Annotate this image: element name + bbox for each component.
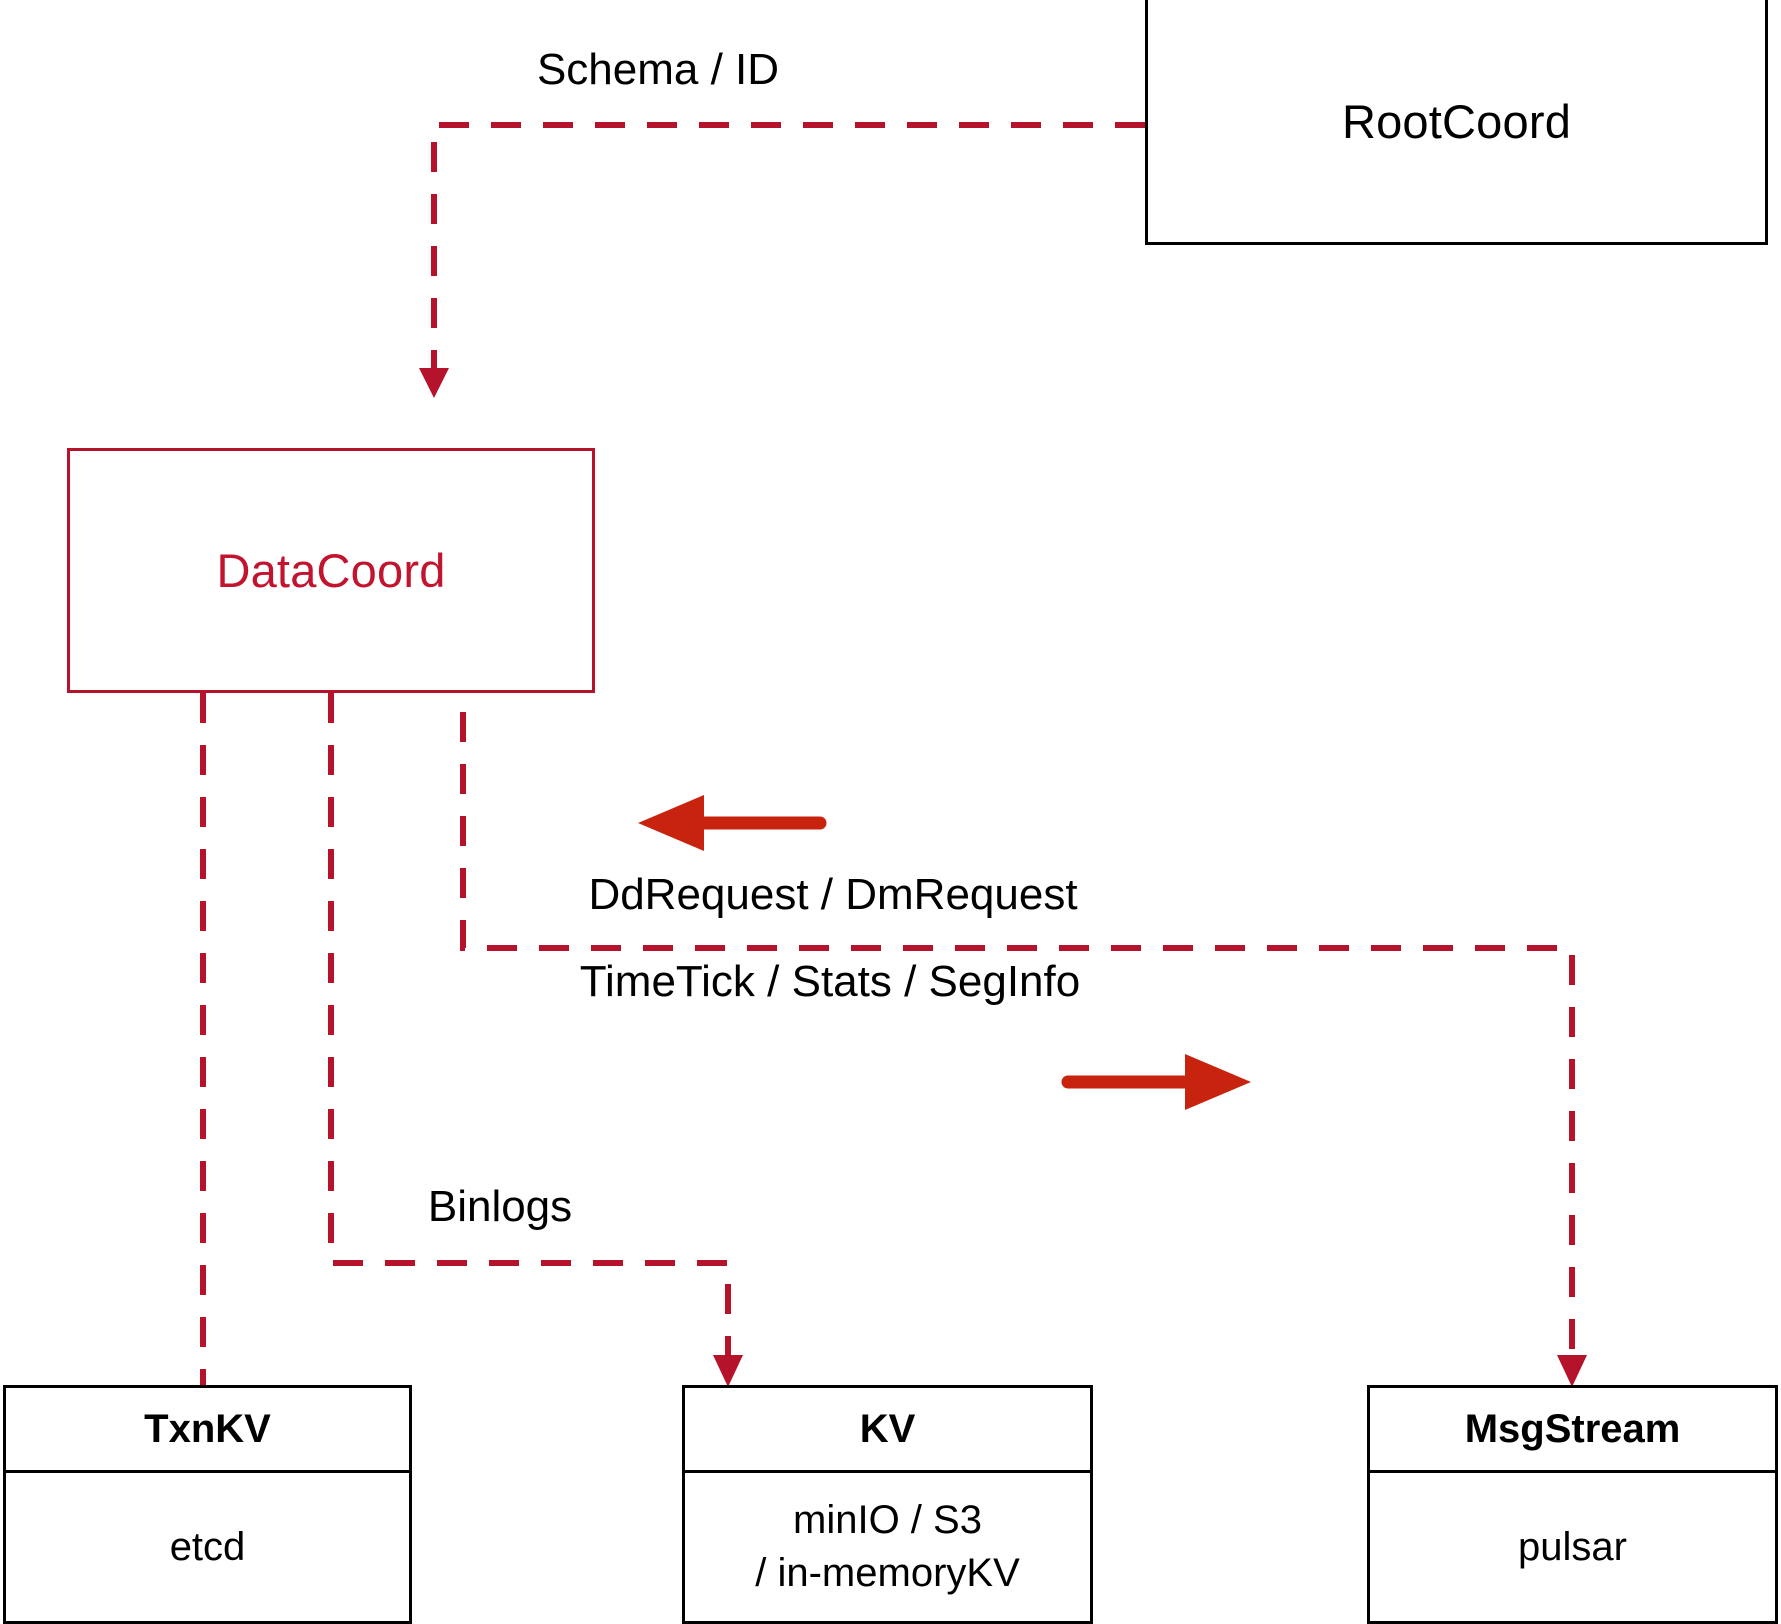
- node-msgstream-body-line-1: pulsar: [1518, 1524, 1627, 1569]
- node-rootcoord-label: RootCoord: [1341, 94, 1572, 148]
- node-kv-body-line-1: minIO / S3: [793, 1498, 982, 1543]
- edge-msgstream-bus: [448, 628, 1587, 1387]
- edge-schema-id: [419, 122, 1145, 398]
- edge-label-binlogs: Binlogs: [427, 1182, 573, 1231]
- edge-label-schema-id: Schema / ID: [536, 45, 780, 94]
- node-kv[interactable]: KV minIO / S3 / in-memoryKV: [682, 1385, 1093, 1624]
- node-txnkv[interactable]: TxnKV etcd: [3, 1385, 412, 1624]
- node-msgstream[interactable]: MsgStream pulsar: [1367, 1385, 1778, 1624]
- edge-label-timetick-stats-seginfo: TimeTick / Stats / SegInfo: [579, 957, 1081, 1006]
- node-txnkv-body: etcd: [6, 1473, 409, 1621]
- node-kv-body: minIO / S3 / in-memoryKV: [685, 1473, 1090, 1621]
- node-datacoord-label: DataCoord: [216, 544, 446, 597]
- node-txnkv-body-line-1: etcd: [169, 1524, 246, 1569]
- edge-binlogs: [328, 693, 743, 1387]
- node-datacoord[interactable]: DataCoord: [67, 448, 595, 693]
- direction-arrow-right-icon: [1061, 1054, 1251, 1110]
- node-rootcoord[interactable]: RootCoord: [1145, 0, 1768, 245]
- node-kv-header: KV: [685, 1388, 1090, 1473]
- node-msgstream-body: pulsar: [1370, 1473, 1775, 1621]
- node-txnkv-header: TxnKV: [6, 1388, 409, 1473]
- node-kv-body-line-2: / in-memoryKV: [755, 1551, 1020, 1595]
- node-msgstream-header: MsgStream: [1370, 1388, 1775, 1473]
- direction-arrow-left-icon: [638, 795, 827, 851]
- edge-label-ddrequest-dmrequest: DdRequest / DmRequest: [588, 870, 1078, 919]
